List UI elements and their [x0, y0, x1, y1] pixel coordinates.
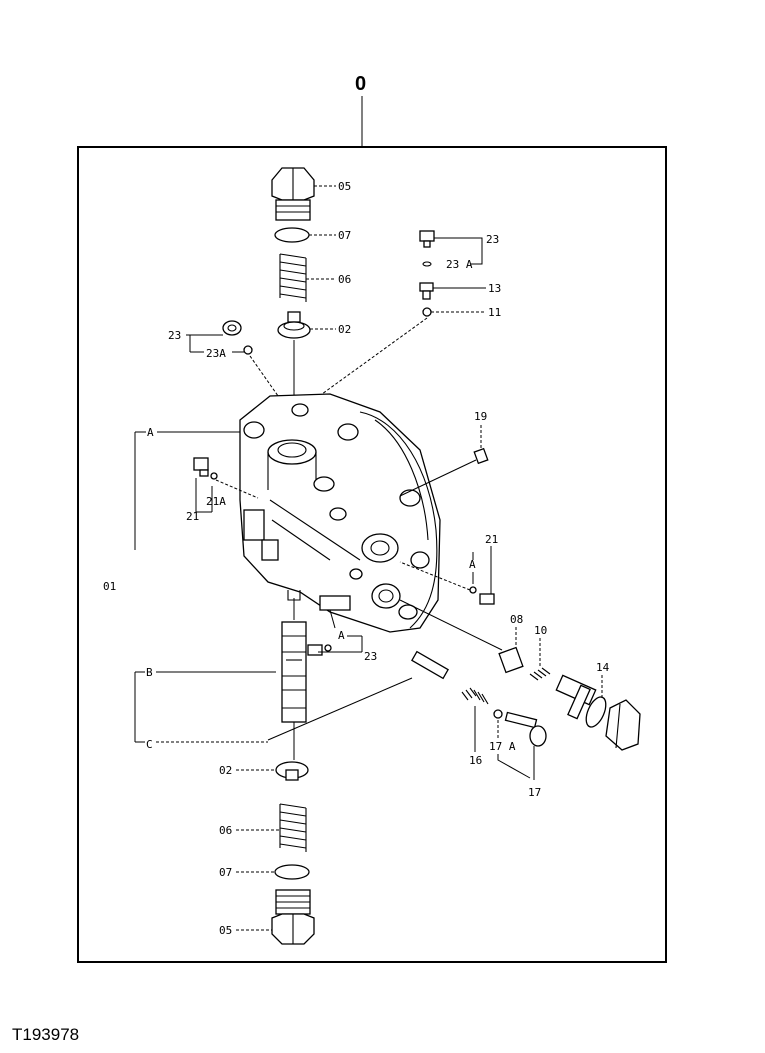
label-21-left: 21: [186, 510, 199, 523]
ball-11: [422, 307, 432, 317]
figure-id: T193978: [12, 1025, 79, 1044]
o-ring-bottom: [274, 864, 310, 880]
label-23-bottom: 23: [364, 650, 377, 663]
label-02-bottom: 02: [219, 764, 232, 777]
label-21-right: 21: [485, 533, 498, 546]
spring-bottom: [279, 803, 307, 852]
label-A-top: A: [147, 426, 154, 439]
plug-13: [419, 282, 434, 300]
label-19: 19: [474, 410, 487, 423]
spring-16: [461, 687, 489, 705]
ball-17a: [493, 709, 503, 719]
label-23-top-right: 23: [486, 233, 499, 246]
label-13: 13: [488, 282, 501, 295]
valve-seat-bottom: [275, 761, 309, 781]
label-06-bottom: 06: [219, 824, 232, 837]
assembly-number: 0: [355, 73, 366, 95]
relief-valve-14: [555, 674, 641, 751]
label-07-top: 07: [338, 229, 351, 242]
plug-23-top-left: [222, 320, 253, 355]
label-10: 10: [534, 624, 547, 637]
label-21a-left: 21A: [206, 495, 226, 508]
label-05-top: 05: [338, 180, 351, 193]
label-23-top-left: 23: [168, 329, 181, 342]
label-01: 01: [103, 580, 116, 593]
pin-rod: [411, 650, 449, 680]
o-ring-top: [274, 227, 310, 243]
label-11: 11: [488, 306, 501, 319]
label-08: 08: [510, 613, 523, 626]
plug-17: [504, 711, 547, 747]
label-A-bottom: A: [338, 629, 345, 642]
plug-23-bottom: [307, 644, 332, 656]
spool: [281, 621, 307, 723]
label-17a: 17 A: [489, 740, 516, 753]
valve-seat-top: [277, 311, 311, 339]
spring-top: [279, 253, 307, 302]
plug-21-left: [193, 457, 218, 480]
label-A-right: A: [469, 558, 476, 571]
valve-body: [239, 393, 441, 633]
label-02-top: 02: [338, 323, 351, 336]
plug-23-top-right: [419, 230, 435, 267]
valve-08: [498, 646, 524, 674]
label-14: 14: [596, 661, 610, 674]
label-B: B: [146, 666, 153, 679]
plug-bottom: [271, 889, 315, 945]
plug-21-right: [469, 586, 495, 605]
label-06-top: 06: [338, 273, 351, 286]
label-23a-top-right: 23 A: [446, 258, 473, 271]
spring-10: [529, 667, 551, 681]
label-05-bottom: 05: [219, 924, 232, 937]
pin-19: [473, 447, 489, 465]
label-17: 17: [528, 786, 541, 799]
assembly-frame: [77, 146, 667, 963]
label-07-bottom: 07: [219, 866, 232, 879]
label-23a-top-left: 23A: [206, 347, 226, 360]
label-C: C: [146, 738, 153, 751]
label-16: 16: [469, 754, 482, 767]
plug-top: [271, 167, 315, 221]
